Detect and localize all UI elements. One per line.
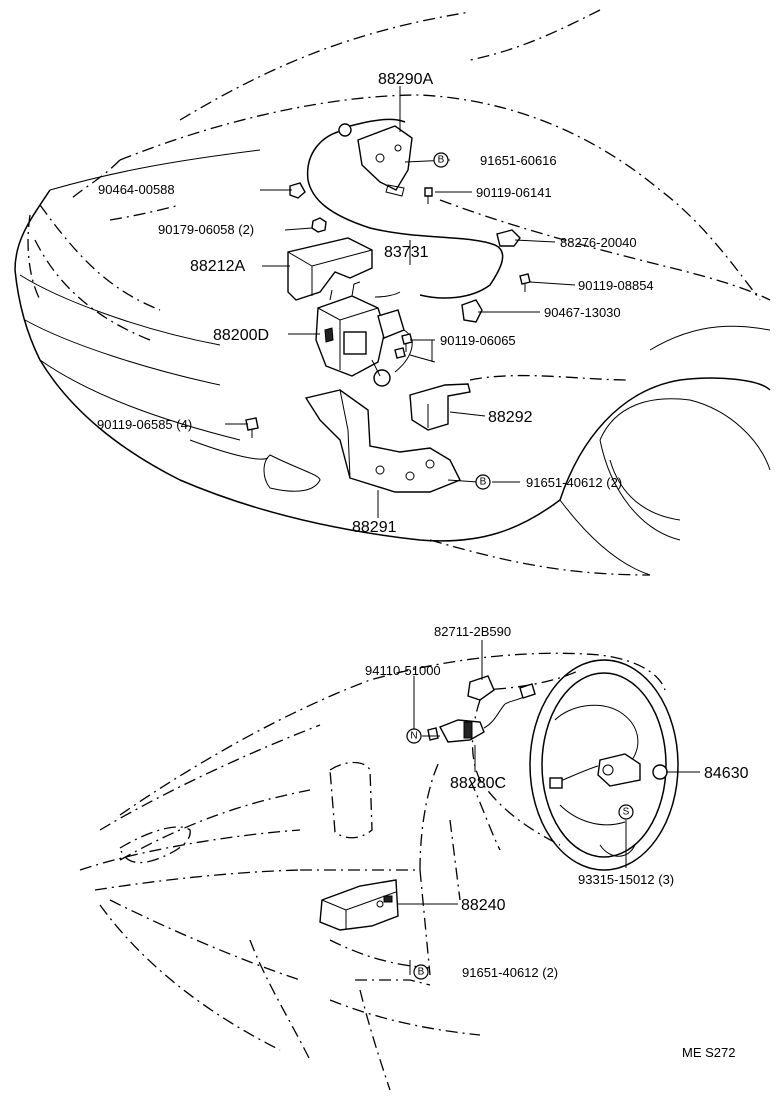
label-84630: 84630 <box>704 765 749 782</box>
symbol-b-2: B <box>480 477 487 488</box>
label-9011906141: 90119-06141 <box>476 185 552 200</box>
label-9165140612-lower: 91651-40612 (2) <box>462 965 558 980</box>
label-827112b590: 82711-2B590 <box>434 624 511 639</box>
label-88212a: 88212A <box>190 258 245 275</box>
label-9331515012: 93315-15012 (3) <box>578 872 674 887</box>
label-9046713030: 90467-13030 <box>544 305 621 320</box>
label-9011906585: 90119-06585 (4) <box>97 417 192 432</box>
bracket-88291 <box>304 389 461 493</box>
lower-leader-lines <box>398 640 700 975</box>
reference-code: ME S272 <box>682 1045 735 1060</box>
label-9411051000: 94110-51000 <box>365 663 441 678</box>
label-9011908854: 90119-08854 <box>578 278 654 293</box>
clip-90464 <box>289 182 306 199</box>
cover-88212a <box>287 237 373 301</box>
upper-labels: 88290A B 91651-60616 90464-00588 90119-0… <box>97 71 654 536</box>
control-cable <box>306 118 504 299</box>
label-9046400588: 90464-00588 <box>98 182 175 197</box>
label-9017906058: 90179-06058 (2) <box>158 222 254 237</box>
label-88291: 88291 <box>352 519 397 536</box>
bolt-9011908854 <box>519 273 531 292</box>
cruise-control-switch <box>427 683 536 743</box>
clamp-90467 <box>461 299 483 323</box>
label-83731: 83731 <box>384 244 429 261</box>
car-front-outline <box>14 9 771 576</box>
label-88290a: 88290A <box>378 71 433 88</box>
bolt-9011906141 <box>424 187 433 204</box>
label-88292: 88292 <box>488 409 533 426</box>
label-9011906065: 90119-06065 <box>440 333 516 348</box>
label-88240: 88240 <box>461 897 506 914</box>
label-9165140612-upper: 91651-40612 (2) <box>526 475 622 490</box>
dashboard-outline <box>79 652 666 1091</box>
bracket-88276 <box>496 229 521 247</box>
ecu-88240 <box>319 879 399 931</box>
symbol-n: N <box>410 731 417 742</box>
label-9165160616: 91651-60616 <box>480 153 557 168</box>
bracket-88292 <box>409 383 471 431</box>
steering-wheel <box>529 659 679 871</box>
lower-labels: 82711-2B590 94110-51000 N 88280C 84630 S… <box>365 624 749 980</box>
bolt-9011906585 <box>245 417 259 438</box>
relay-82711 <box>467 675 495 701</box>
nut-90179 <box>311 217 327 233</box>
label-88200d: 88200D <box>213 327 269 344</box>
symbol-b-1: B <box>438 155 445 166</box>
symbol-b-3: B <box>418 967 425 978</box>
upper-leader-lines <box>225 86 576 518</box>
label-8827620040: 88276-20040 <box>560 235 637 250</box>
label-88280c: 88280C <box>450 775 506 792</box>
actuator-88200d <box>315 281 413 387</box>
symbol-s: S <box>623 807 630 818</box>
bolt-9011906065 <box>394 333 413 359</box>
bracket-88290a <box>357 125 413 197</box>
